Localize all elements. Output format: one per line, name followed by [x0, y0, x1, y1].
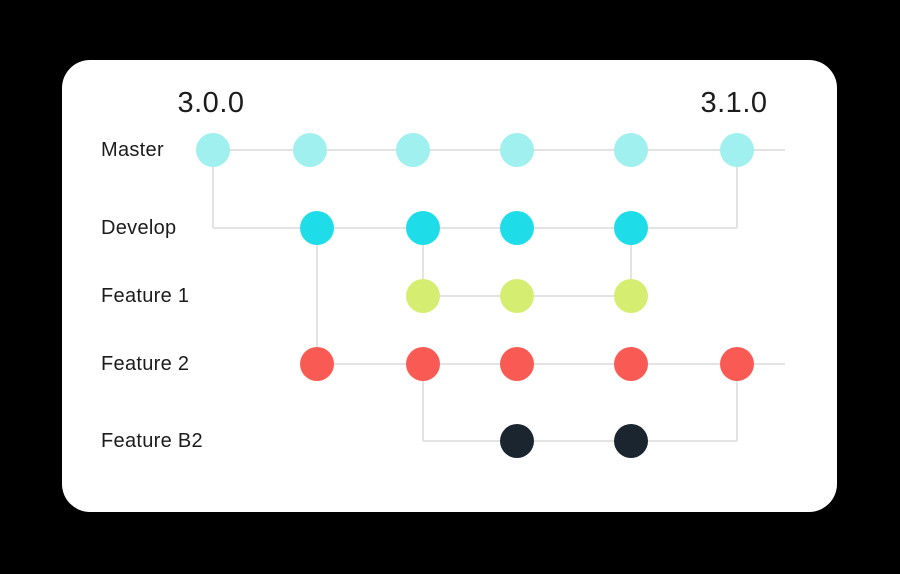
branch-label-master: Master — [101, 139, 164, 161]
branch-label-feature-b2: Feature B2 — [101, 430, 203, 452]
branch-label-develop: Develop — [101, 217, 177, 239]
branch-label-feature-1: Feature 1 — [101, 285, 190, 307]
version-tag-3-0-0: 3.0.0 — [177, 87, 245, 119]
version-tag-3-1-0: 3.1.0 — [700, 87, 768, 119]
branch-label-feature-2: Feature 2 — [101, 353, 190, 375]
diagram-card — [62, 60, 837, 512]
